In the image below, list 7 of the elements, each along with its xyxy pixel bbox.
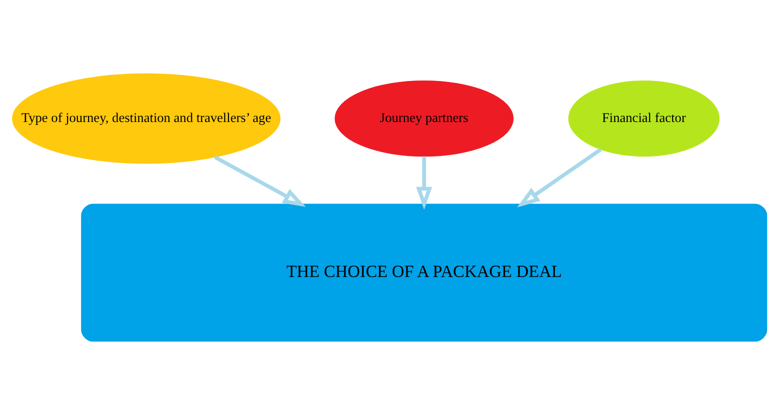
arrow: [517, 147, 602, 207]
arrow: [214, 154, 306, 206]
node-box: THE CHOICE OF A PACKAGE DEAL: [81, 203, 768, 342]
arrow: [416, 156, 432, 210]
node-ellipse: Financial factor: [568, 80, 720, 156]
node-ellipse: Type of journey, destination and travellers’ age: [12, 72, 280, 164]
node-ellipse: Journey partners: [334, 80, 514, 156]
